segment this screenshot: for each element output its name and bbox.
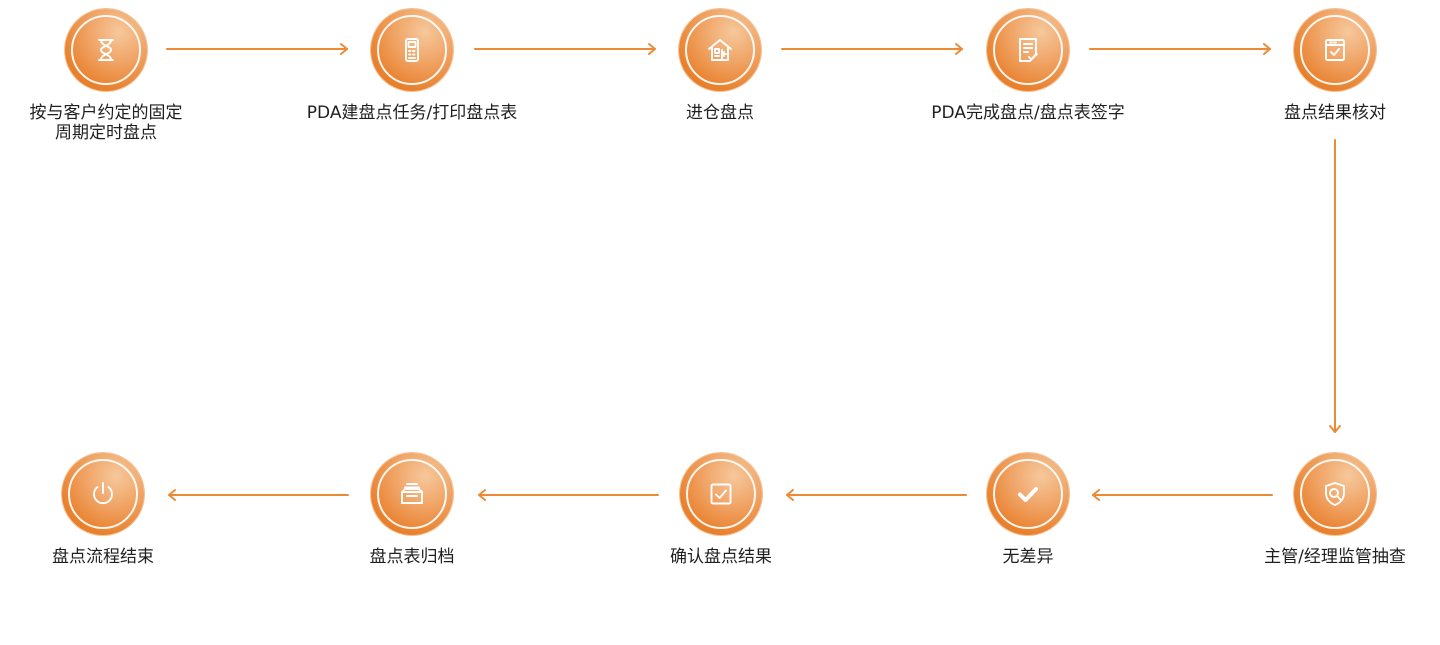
step-label: 盘点流程结束 (52, 547, 154, 567)
step-node (679, 9, 761, 91)
step-label-line: 盘点结果核对 (1284, 103, 1386, 123)
step-label: 确认盘点结果 (670, 547, 772, 567)
step-label: 进仓盘点 (686, 103, 754, 123)
step-label-line: 无差异 (1002, 547, 1054, 567)
connector-arrow (1329, 139, 1341, 433)
step-label: PDA完成盘点/盘点表签字 (931, 103, 1124, 123)
step-node (680, 453, 762, 535)
warehouse-enter-icon (708, 39, 732, 61)
step-label: 主管/经理监管抽查 (1264, 547, 1406, 567)
shield-search-icon (1325, 482, 1345, 506)
step-label-line: 主管/经理监管抽查 (1264, 547, 1406, 567)
step-label-line: PDA完成盘点/盘点表签字 (931, 103, 1125, 123)
hourglass-icon (98, 39, 114, 61)
step-label: 盘点结果核对 (1284, 103, 1386, 123)
step-archive: 盘点表归档 (292, 453, 532, 567)
step-label-line: 盘点流程结束 (52, 547, 154, 567)
check-mark-icon (1018, 487, 1038, 502)
step-label-line: 确认盘点结果 (670, 547, 772, 567)
step-node (371, 9, 453, 91)
checkbox-icon (710, 483, 732, 505)
step-supervisor-check: 主管/经理监管抽查 (1215, 453, 1440, 567)
step-node (1294, 453, 1376, 535)
step-node (371, 453, 453, 535)
step-node (987, 9, 1069, 91)
step-pda-complete: PDA完成盘点/盘点表签字 (908, 9, 1148, 123)
step-label: PDA建盘点任务/打印盘点表 (307, 103, 517, 123)
step-label-line: 周期定时盘点 (55, 123, 157, 143)
step-node (1294, 9, 1376, 91)
step-label-line: PDA建盘点任务/打印盘点表 (306, 103, 518, 123)
step-end: 盘点流程结束 (0, 453, 223, 567)
checklist-icon (1325, 39, 1345, 61)
step-label-line: 进仓盘点 (686, 103, 754, 123)
step-enter-warehouse: 进仓盘点 (600, 9, 840, 123)
step-label: 盘点表归档 (370, 547, 455, 567)
step-label: 无差异 (1003, 547, 1054, 567)
step-node (987, 453, 1069, 535)
step-verify-result: 盘点结果核对 (1215, 9, 1440, 123)
document-check-icon (1019, 38, 1038, 62)
step-label: 按与客户约定的固定周期定时盘点 (30, 103, 183, 143)
step-fixed-cycle: 按与客户约定的固定周期定时盘点 (0, 9, 226, 143)
step-node (65, 9, 147, 91)
step-label-line: 按与客户约定的固定 (29, 103, 183, 123)
step-confirm-result: 确认盘点结果 (601, 453, 841, 567)
step-node (62, 453, 144, 535)
power-icon (93, 482, 113, 505)
inbox-tray-icon (401, 483, 423, 504)
handheld-scanner-icon (405, 38, 419, 62)
step-no-difference: 无差异 (908, 453, 1148, 567)
step-pda-create-task: PDA建盘点任务/打印盘点表 (292, 9, 532, 123)
step-label-line: 盘点表归档 (369, 547, 455, 567)
